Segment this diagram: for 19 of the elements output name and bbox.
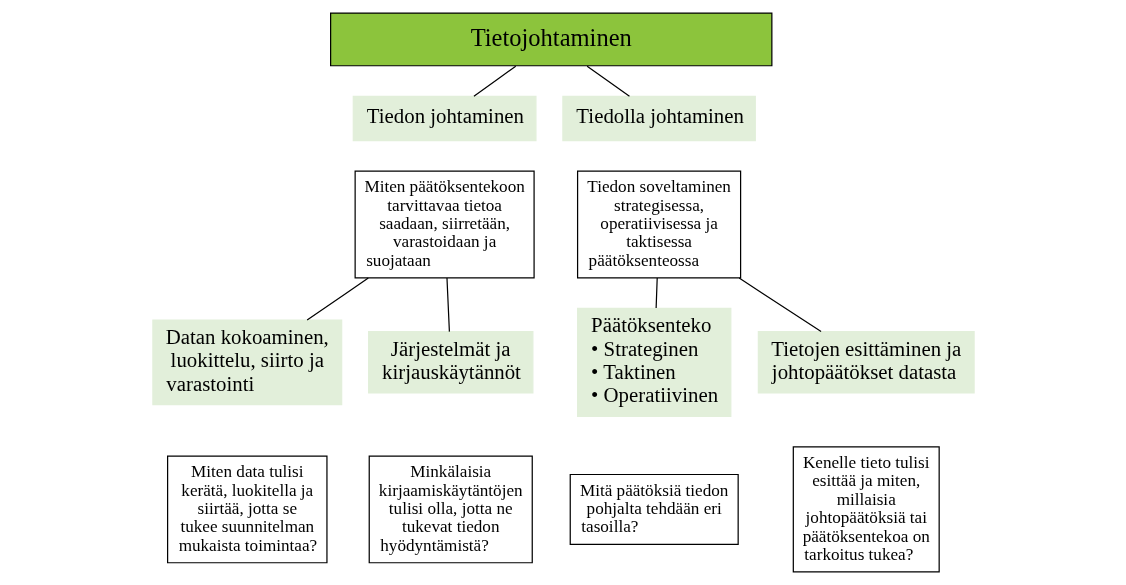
connector	[306, 277, 369, 321]
connector	[738, 277, 822, 333]
node-box: Datan kokoaminen, luokittelu, siirto ja varastointi	[151, 319, 342, 406]
node-box: Tiedolla johtaminen	[561, 95, 756, 142]
node-box: Kenelle tieto tulisi esittää ja miten, millaisia johtopäätöksiä tai päätöksentekoa on tarkoitus tukea?	[792, 446, 940, 573]
node-box: Minkälaisia kirjaamiskäytäntöjen tulisi olla, jotta ne tukevat tiedon hyödyntämistä?	[368, 455, 533, 564]
connector	[445, 277, 450, 333]
node-box: Miten päätöksentekoon tarvittavaa tietoa saadaan, siirretään, varastoidaan ja suojataan	[354, 170, 535, 279]
node-box: Tiedon johtaminen	[352, 95, 537, 142]
connector	[586, 65, 630, 97]
node-box: Tiedon soveltaminen strategisessa, operatiivisessa ja taktisessa päätöksenteossa	[576, 170, 741, 279]
node-box: Järjestelmät ja kirjauskäytännöt	[367, 331, 533, 394]
node-box: Tietojen esittäminen ja johtopäätökset datasta	[757, 331, 975, 394]
node-box: Päätöksenteko • Strateginen • Taktinen • Operatiivinen	[576, 307, 731, 417]
connector	[472, 65, 516, 97]
connector	[655, 277, 658, 309]
node-box: Tietojohtaminen	[329, 12, 772, 67]
node-box: Mitä päätöksiä tiedon pohjalta tehdään eri tasoilla?	[569, 473, 739, 545]
node-box: Miten data tulisi kerätä, luokitella ja siirtää, jotta se tukee suunnitelman mukaista toimintaa?	[166, 455, 328, 564]
